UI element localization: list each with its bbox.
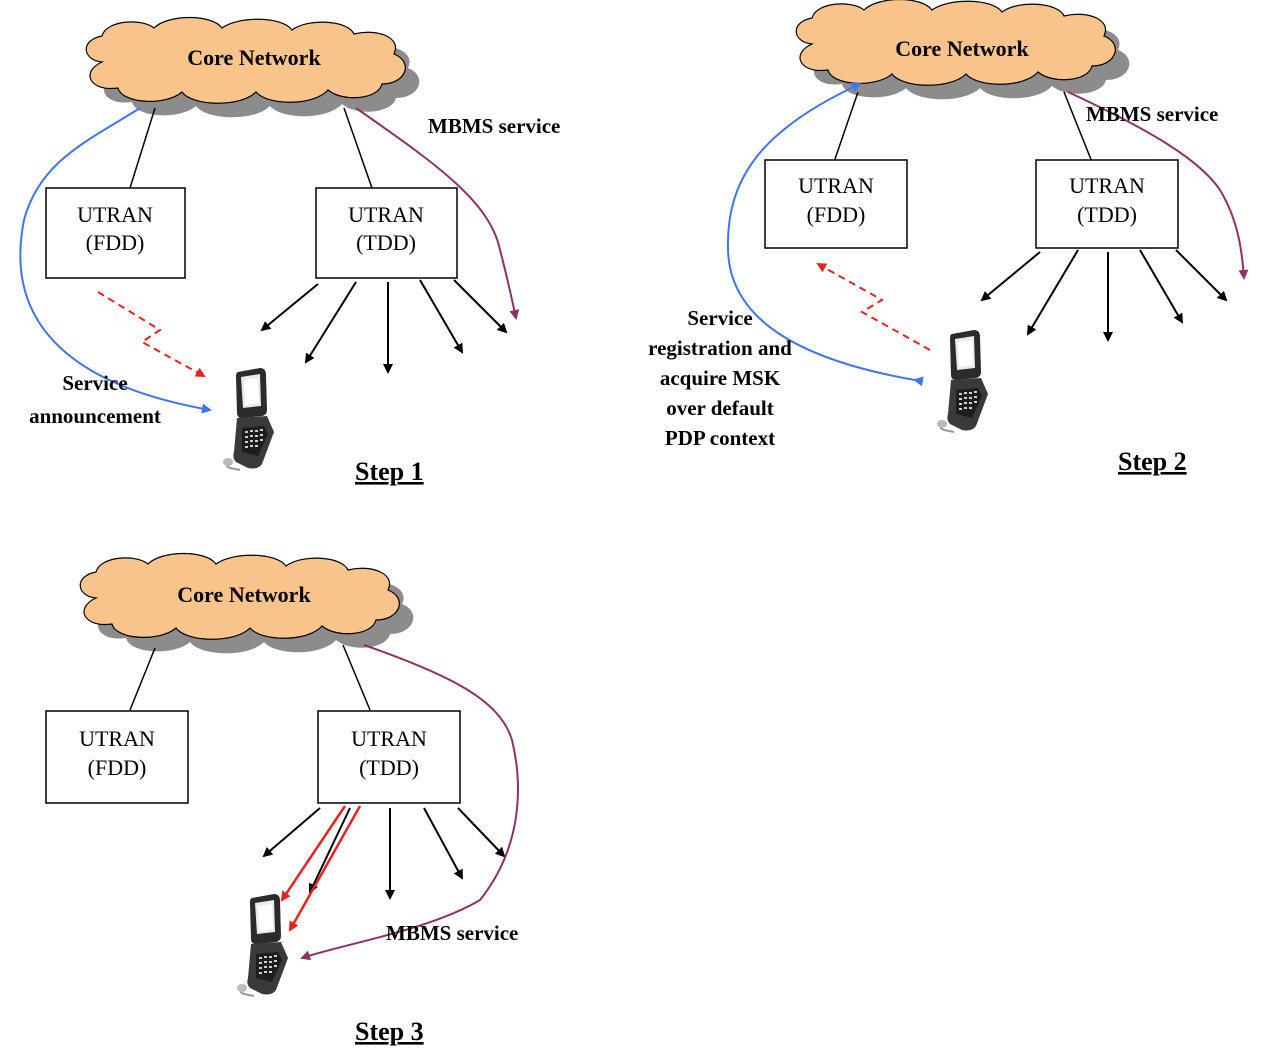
step2-reg-label-3: acquire MSK — [660, 366, 781, 390]
step-2-panel: Core Network UTRAN (FDD) UTRAN (TDD) MBM… — [648, 0, 1249, 476]
step2-fdd-radio-link — [816, 263, 931, 351]
step-1-panel: Core Network UTRAN (FDD) UTRAN (TDD) MBM… — [19, 16, 560, 486]
step2-core-network-cloud: Core Network — [795, 0, 1130, 100]
step1-tdd-label-1: UTRAN — [348, 202, 424, 227]
step2-link-tdd — [1063, 91, 1093, 163]
step2-reg-label-5: PDP context — [665, 426, 775, 450]
step3-link-fdd — [129, 647, 156, 711]
step3-broadcast-arrows — [262, 807, 506, 900]
step1-broadcast-arrows — [260, 279, 508, 374]
step3-fdd-label-2: (FDD) — [88, 755, 147, 780]
step1-announce-label-2: announcement — [29, 404, 161, 428]
step1-announce-label-1: Service — [62, 371, 127, 395]
step1-link-fdd — [129, 107, 156, 189]
step3-utran-tdd-box: UTRAN (TDD) — [317, 710, 461, 804]
step1-cloud-label: Core Network — [187, 45, 321, 70]
step3-mbms-arrow — [300, 644, 519, 961]
step1-tdd-label-2: (TDD) — [356, 230, 416, 255]
step1-fdd-label-1: UTRAN — [77, 202, 153, 227]
step2-reg-label-1: Service — [687, 306, 752, 330]
step-3-panel: Core Network UTRAN (FDD) UTRAN (TDD) — [45, 552, 519, 1046]
step2-tdd-label-1: UTRAN — [1069, 173, 1145, 198]
step2-fdd-label-2: (FDD) — [807, 202, 866, 227]
step1-title: Step 1 — [355, 457, 424, 486]
step3-utran-fdd-box: UTRAN (FDD) — [45, 710, 189, 804]
step1-mbms-arrow — [355, 107, 520, 320]
step1-phone-icon — [222, 367, 275, 471]
step2-fdd-label-1: UTRAN — [798, 173, 874, 198]
step1-mbms-label: MBMS service — [428, 114, 560, 138]
step1-fdd-label-2: (FDD) — [86, 230, 145, 255]
step2-cloud-label: Core Network — [895, 36, 1029, 61]
step1-link-tdd — [343, 107, 373, 189]
step3-phone-icon — [236, 893, 289, 997]
step2-mbms-label: MBMS service — [1086, 102, 1218, 126]
step1-utran-fdd-box: UTRAN (FDD) — [45, 187, 186, 279]
step3-tdd-label-1: UTRAN — [351, 726, 427, 751]
step1-utran-tdd-box: UTRAN (TDD) — [315, 187, 458, 279]
step3-link-tdd — [342, 644, 371, 711]
step3-tdd-to-phone-arrows — [280, 805, 362, 932]
step1-core-network-cloud: Core Network — [85, 16, 420, 118]
step2-utran-fdd-box: UTRAN (FDD) — [764, 159, 908, 249]
step1-fdd-radio-link — [97, 291, 206, 377]
step3-title: Step 3 — [355, 1017, 424, 1046]
step2-reg-label-4: over default — [666, 396, 774, 420]
step3-fdd-label-1: UTRAN — [79, 726, 155, 751]
step2-link-fdd — [833, 91, 859, 163]
step2-tdd-label-2: (TDD) — [1077, 202, 1137, 227]
step2-mbms-arrow — [1067, 91, 1249, 280]
step3-mbms-label: MBMS service — [386, 921, 518, 945]
step2-title: Step 2 — [1118, 447, 1187, 476]
step2-broadcast-arrows — [980, 249, 1228, 342]
step2-reg-label-2: registration and — [648, 336, 792, 360]
step3-core-network-cloud: Core Network — [79, 552, 414, 654]
step2-phone-icon — [936, 329, 989, 433]
step2-registration-arrow — [726, 82, 924, 387]
step3-tdd-label-2: (TDD) — [359, 755, 419, 780]
step1-announcement-arrow — [19, 107, 212, 414]
step3-cloud-label: Core Network — [177, 582, 311, 607]
step2-utran-tdd-box: UTRAN (TDD) — [1035, 159, 1179, 249]
